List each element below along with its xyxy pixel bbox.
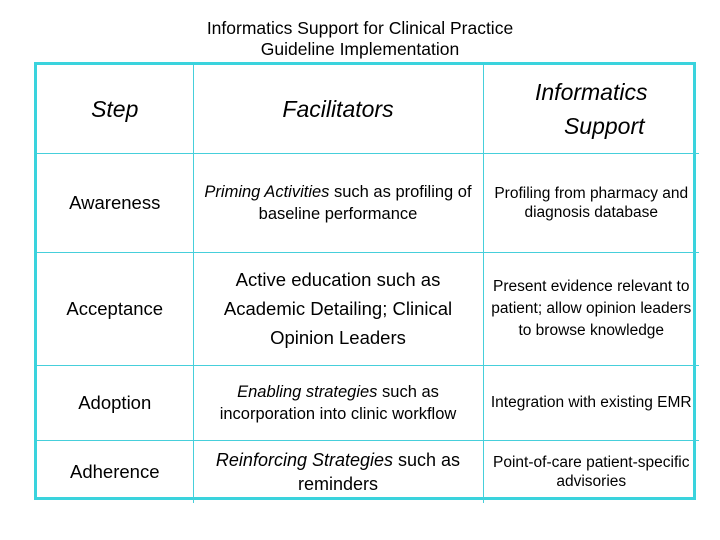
cell-facilitators-adherence: Reinforcing Strategies such as reminders bbox=[192, 439, 484, 503]
cell-step-adoption: Adoption bbox=[37, 364, 194, 441]
column-header-informatics-support: Informatics Support bbox=[482, 65, 699, 154]
emphasis-text: Priming Activities bbox=[204, 182, 330, 201]
guideline-table: Step Facilitators Informatics Support Aw… bbox=[34, 62, 699, 503]
table-row: Adoption Enabling strategies such as inc… bbox=[37, 364, 699, 441]
page-title-line-1: Informatics Support for Clinical Practic… bbox=[206, 18, 514, 38]
cell-facilitators-adoption: Enabling strategies such as incorporatio… bbox=[192, 364, 484, 441]
cell-step-awareness: Awareness bbox=[37, 152, 194, 253]
plain-text: Active education such as Academic Detail… bbox=[223, 269, 453, 348]
column-header-informatics-line-1: Informatics bbox=[535, 78, 648, 105]
emphasis-text: Enabling strategies bbox=[237, 382, 378, 401]
column-header-facilitators: Facilitators bbox=[192, 65, 484, 154]
cell-informatics-adherence: Point-of-care patient-specific advisorie… bbox=[482, 439, 699, 503]
table-row: Adherence Reinforcing Strategies such as… bbox=[37, 439, 699, 503]
cell-facilitators-acceptance: Active education such as Academic Detail… bbox=[192, 251, 484, 366]
table-header-row: Step Facilitators Informatics Support bbox=[37, 65, 699, 154]
page-title-line-2: Guideline Implementation bbox=[260, 39, 460, 59]
table-row: Awareness Priming Activities such as pro… bbox=[37, 152, 699, 253]
plain-text: such as profiling of baseline performanc… bbox=[258, 182, 472, 223]
cell-step-adherence: Adherence bbox=[37, 439, 194, 503]
plain-text: such as incorporation into clinic workfl… bbox=[219, 382, 457, 423]
cell-informatics-awareness: Profiling from pharmacy and diagnosis da… bbox=[482, 152, 699, 253]
cell-step-acceptance: Acceptance bbox=[37, 251, 194, 366]
column-header-informatics-line-2: Support bbox=[563, 112, 645, 139]
emphasis-text: Reinforcing Strategies bbox=[215, 449, 394, 470]
column-header-step: Step bbox=[37, 65, 194, 154]
table-grid: Step Facilitators Informatics Support Aw… bbox=[37, 65, 699, 503]
table-row: Acceptance Active education such as Acad… bbox=[37, 251, 699, 366]
cell-informatics-acceptance: Present evidence relevant to patient; al… bbox=[482, 251, 699, 366]
plain-text: such as reminders bbox=[297, 449, 461, 494]
cell-informatics-adoption: Integration with existing EMR bbox=[482, 364, 699, 441]
cell-facilitators-awareness: Priming Activities such as profiling of … bbox=[192, 152, 484, 253]
page-title: Informatics Support for Clinical Practic… bbox=[0, 18, 720, 60]
